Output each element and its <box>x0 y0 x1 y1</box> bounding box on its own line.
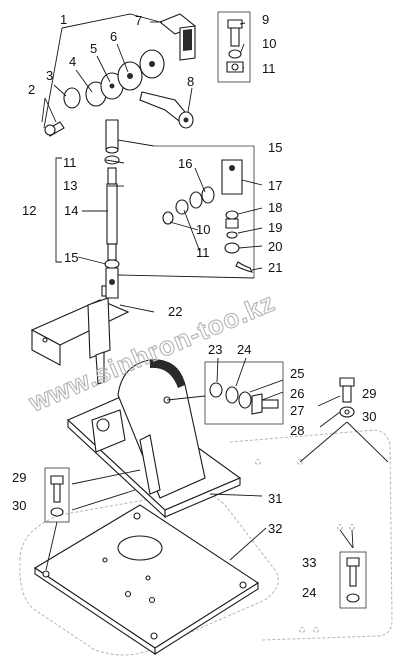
bolt-set-upper <box>217 11 251 83</box>
bolt-set-lower <box>339 529 367 609</box>
callout-33: 33 <box>302 555 316 570</box>
callout-25: 25 <box>290 366 304 381</box>
callout-11a: 11 <box>262 61 276 76</box>
callout-13: 13 <box>63 178 77 193</box>
rod-assembly <box>55 119 120 299</box>
callout-16: 16 <box>178 156 192 171</box>
pivot-bolt-set <box>204 361 284 425</box>
callout-10a: 10 <box>262 36 276 51</box>
callout-5: 5 <box>90 41 97 56</box>
callout-21: 21 <box>268 260 282 275</box>
bolt-set-left <box>44 467 70 571</box>
callout-4: 4 <box>69 54 76 69</box>
callout-28: 28 <box>290 423 304 438</box>
callout-20: 20 <box>268 239 282 254</box>
callout-24b: 24 <box>302 585 316 600</box>
callout-19: 19 <box>268 220 282 235</box>
pedal-bracket <box>67 359 242 519</box>
callout-27: 27 <box>290 403 304 418</box>
callout-30b: 30 <box>12 498 26 513</box>
callout-1: 1 <box>60 12 67 27</box>
callout-7: 7 <box>135 13 142 28</box>
callout-29a: 29 <box>362 386 376 401</box>
callout-32: 32 <box>268 521 282 536</box>
clevis-bracket <box>30 285 130 385</box>
callout-31: 31 <box>268 491 282 506</box>
callout-12: 12 <box>22 203 36 218</box>
callout-17: 17 <box>268 178 282 193</box>
callout-22: 22 <box>168 304 182 319</box>
callout-26: 26 <box>290 386 304 401</box>
callout-11c: 11 <box>196 245 210 260</box>
callout-18: 18 <box>268 200 282 215</box>
callout-23: 23 <box>208 342 222 357</box>
callout-2: 2 <box>28 82 35 97</box>
callout-15b: 15 <box>64 250 78 265</box>
corner-mark: ·· <box>398 4 402 10</box>
callout-labels: 1 7 9 10 11 6 5 4 3 2 8 15 11 13 16 17 1… <box>12 12 376 600</box>
callout-15a: 15 <box>268 140 282 155</box>
callout-3: 3 <box>46 68 53 83</box>
callout-11b: 11 <box>63 155 77 170</box>
callout-29b: 29 <box>12 470 26 485</box>
callout-6: 6 <box>110 29 117 44</box>
callout-30a: 30 <box>362 409 376 424</box>
base-plate <box>19 491 279 656</box>
adjuster-parts <box>154 145 255 278</box>
callout-8: 8 <box>187 74 194 89</box>
callout-10b: 10 <box>196 222 210 237</box>
callout-9: 9 <box>262 12 269 27</box>
callout-14: 14 <box>64 203 78 218</box>
pedal-lever-assembly <box>44 13 197 137</box>
leader-lines <box>41 13 341 561</box>
callout-24a: 24 <box>237 342 251 357</box>
mounting-area-outline <box>229 429 393 641</box>
bolt-set-right <box>299 377 389 463</box>
